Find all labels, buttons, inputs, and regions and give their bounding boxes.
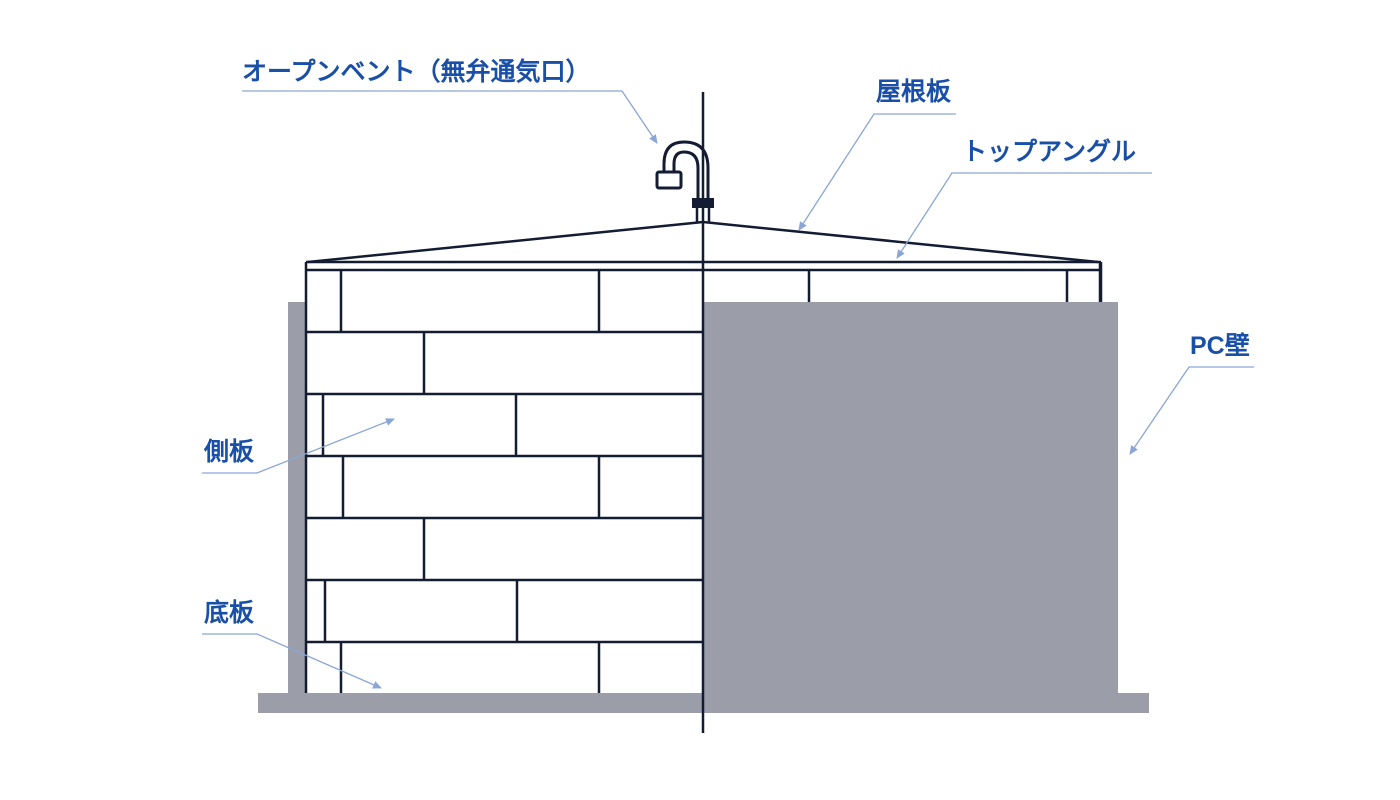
leader-roof-panel bbox=[798, 113, 956, 231]
bottom-plate-label: 底板 bbox=[204, 599, 255, 627]
roof-panel bbox=[307, 220, 1099, 264]
top-angle-label: トップアングル bbox=[962, 138, 1137, 166]
side-panels bbox=[304, 262, 1102, 693]
leader-open-vent bbox=[242, 90, 658, 144]
leader-lines bbox=[202, 90, 1254, 689]
pc-wall-left bbox=[288, 302, 306, 696]
leader-side-panel bbox=[202, 418, 395, 474]
side-panel-label: 側板 bbox=[204, 438, 255, 466]
open-vent-label: オープンベント（無弁通気口） bbox=[242, 58, 591, 86]
leader-bottom-plate bbox=[202, 633, 382, 689]
roof-panel-label: 屋根板 bbox=[876, 78, 952, 106]
pc-wall-right bbox=[704, 302, 1118, 696]
leader-top-angle bbox=[896, 172, 1152, 259]
leader-pc-wall bbox=[1129, 366, 1254, 455]
open-vent-icon bbox=[655, 140, 714, 222]
pc-wall-label: PC壁 bbox=[1190, 332, 1250, 360]
